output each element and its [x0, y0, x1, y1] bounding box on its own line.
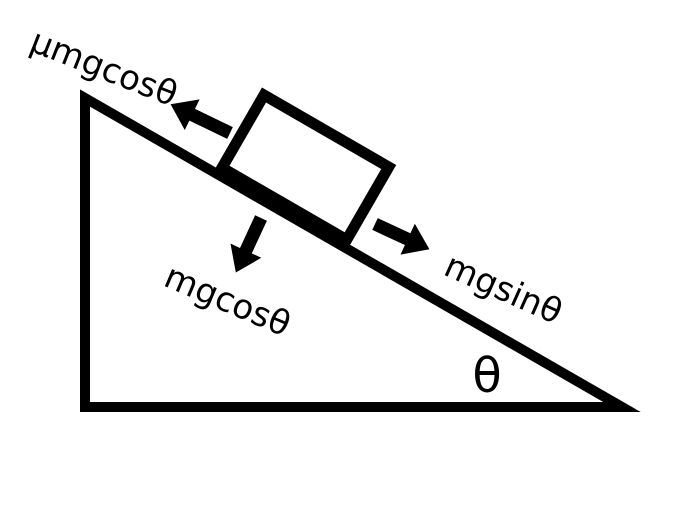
- incline-triangle: [80, 89, 641, 412]
- gravity-parallel-label: mgsinθ: [438, 246, 568, 333]
- friction-force-arrow-icon: [170, 99, 233, 139]
- incline-angle-label: θ: [472, 348, 501, 404]
- block: [214, 87, 397, 248]
- gravity-parallel-arrow-icon: [372, 218, 430, 255]
- gravity-perpendicular-arrow-icon: [230, 215, 267, 273]
- friction-force-label: μmgcosθ: [25, 21, 183, 115]
- gravity-perpendicular-label: mgcosθ: [158, 256, 296, 345]
